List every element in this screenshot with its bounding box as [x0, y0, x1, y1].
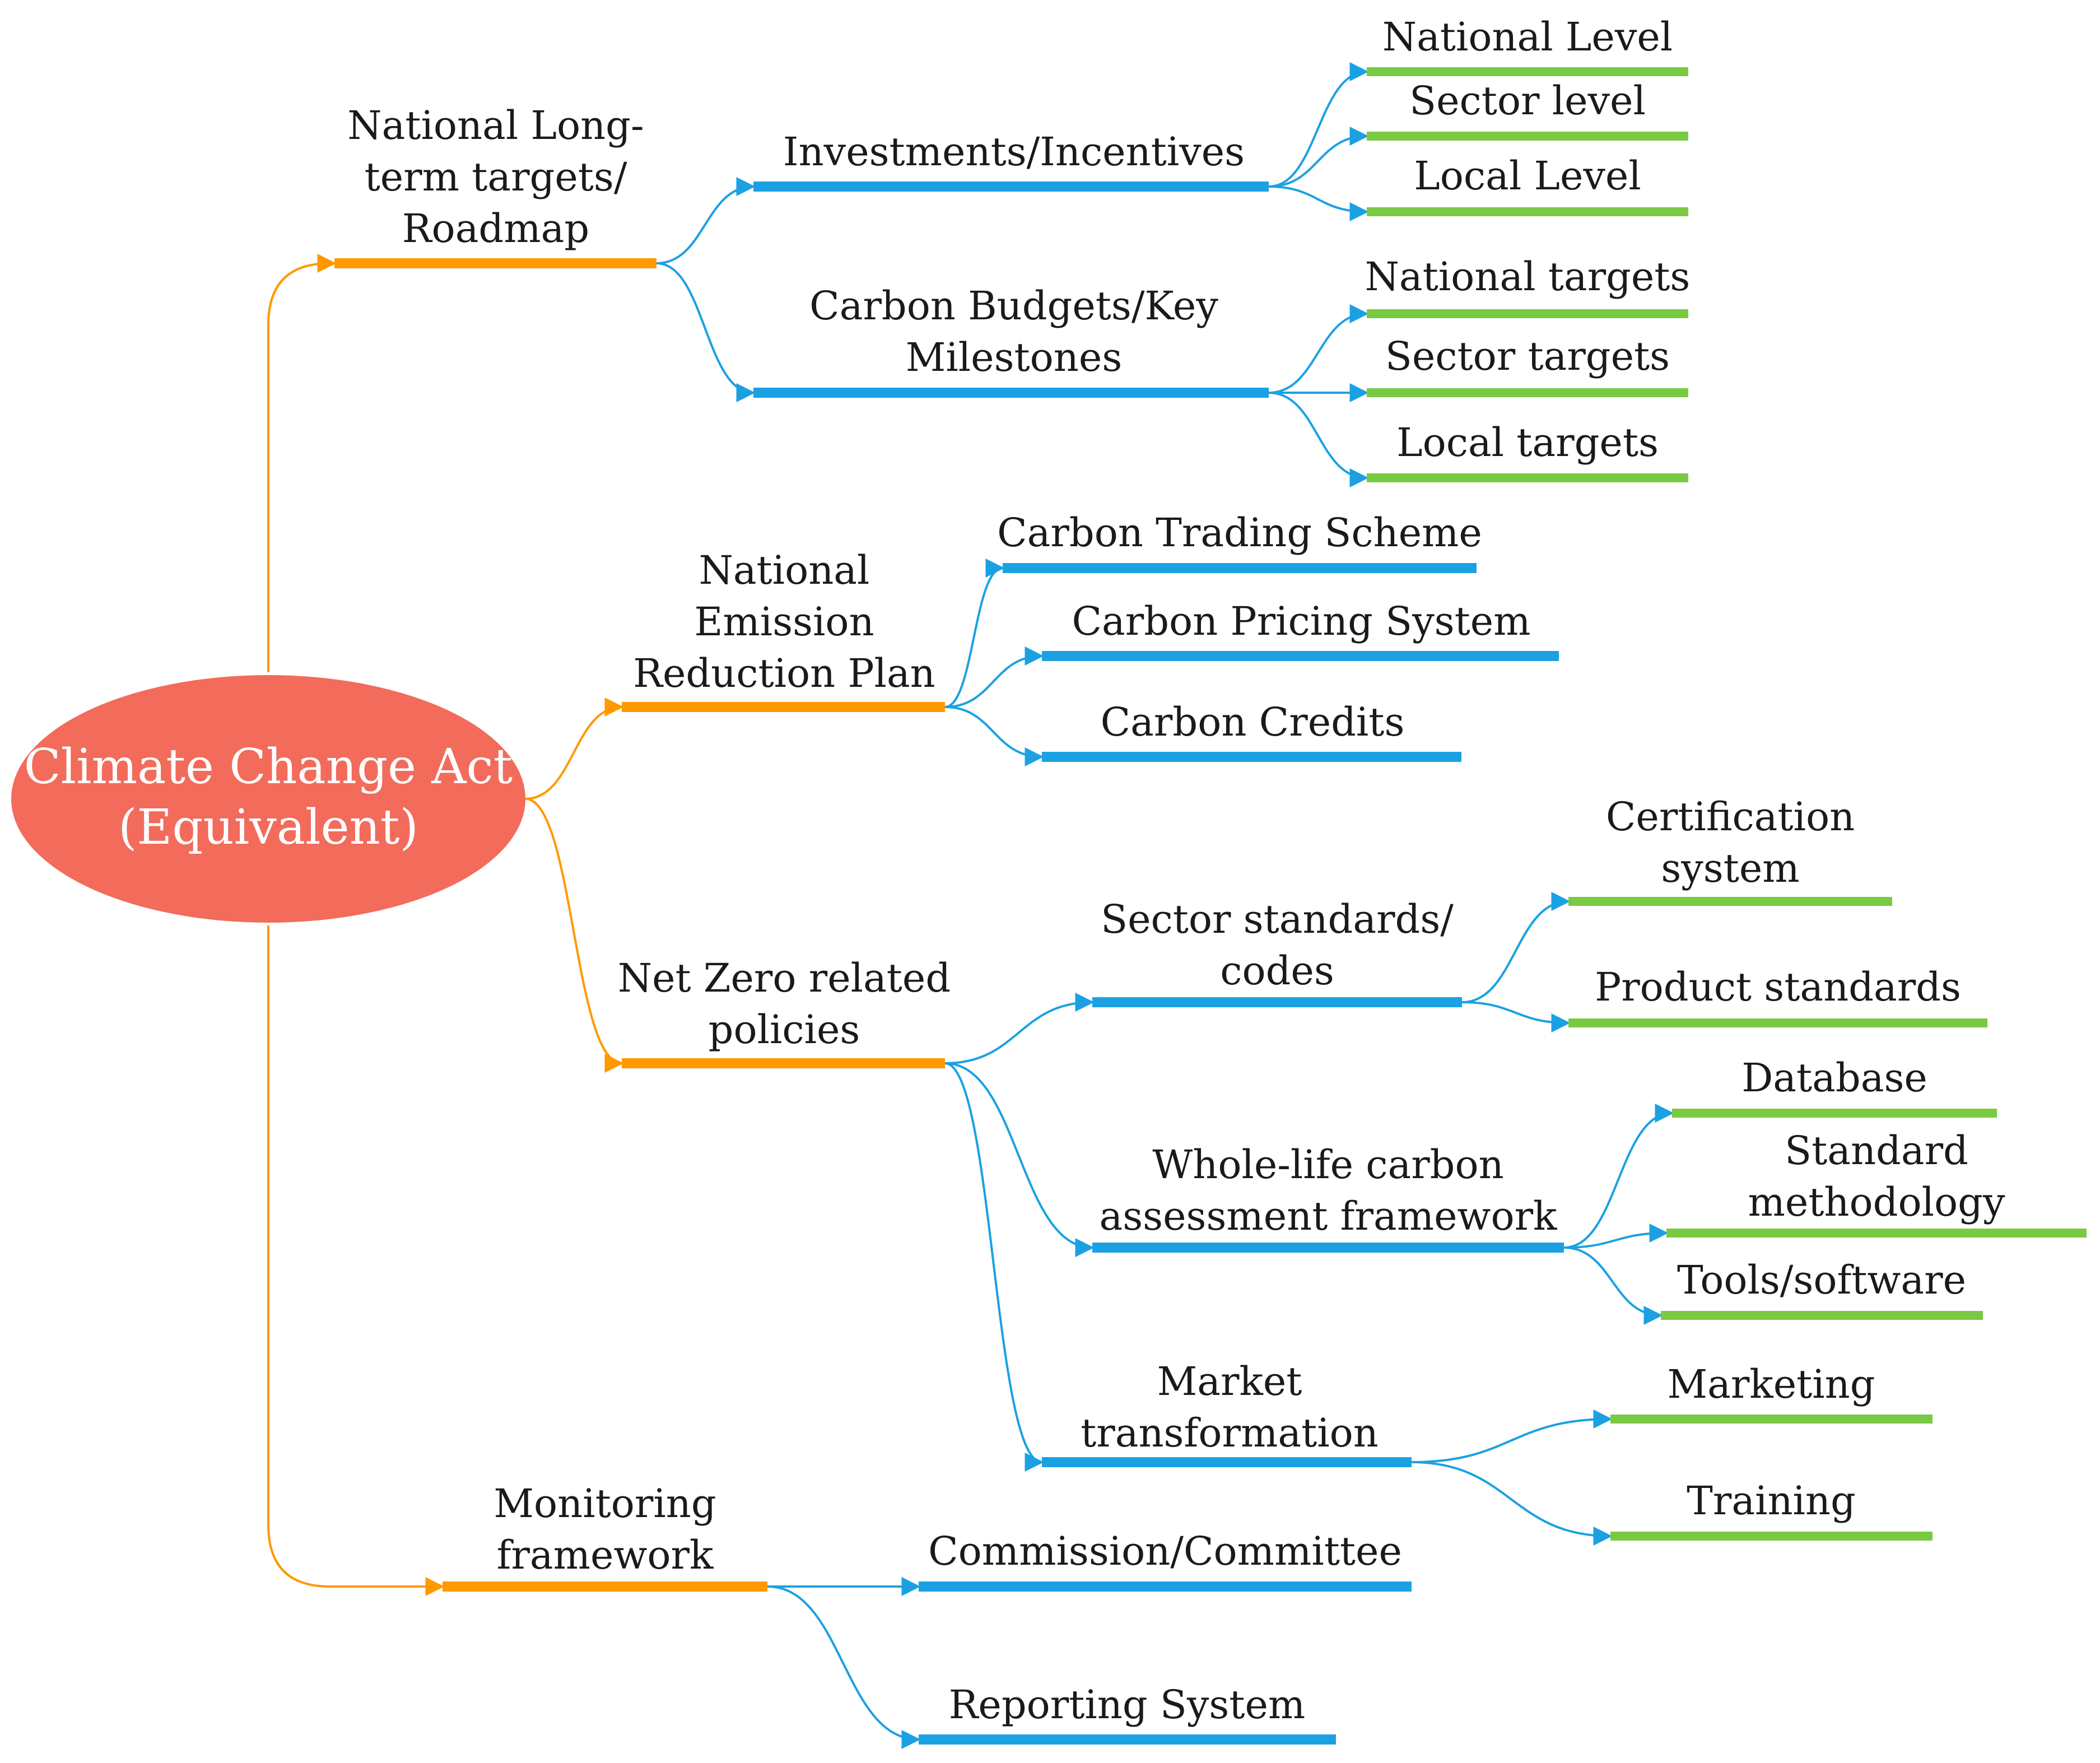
connector-product-standards [1461, 1001, 1571, 1032]
label-training: Training [1687, 1478, 1856, 1524]
branch-labels: National Long-term targets/Roadmap Invest… [347, 14, 2005, 1728]
label-reporting: Reporting System [949, 1682, 1306, 1728]
label-sector-targets: Sector targets [1385, 333, 1670, 379]
connector-monitoring [267, 925, 445, 1596]
connector-certification [1461, 892, 1571, 1003]
label-marketing: Marketing [1667, 1361, 1875, 1407]
label-trading-scheme: Carbon Trading Scheme [997, 510, 1482, 556]
label-product-standards: Product standards [1595, 964, 1961, 1010]
label-investments: Investments/Incentives [783, 129, 1245, 175]
connector-sector-level [1268, 127, 1369, 188]
connector-trading-scheme [944, 559, 1005, 708]
root-node: Climate Change Act(Equivalent) [11, 675, 525, 923]
connector-carbon-budgets [656, 262, 756, 402]
root-ellipse [11, 675, 525, 923]
connector-training [1411, 1461, 1613, 1546]
connector-standard-methodology [1563, 1224, 1669, 1249]
label-database: Database [1742, 1055, 1927, 1101]
connector-net-zero [525, 798, 624, 1073]
connector-whole-life [944, 1062, 1095, 1257]
connector-sector-standards [944, 993, 1095, 1064]
connector-marketing [1411, 1410, 1613, 1463]
branch-bars [334, 67, 2087, 1745]
connector-investments [656, 177, 756, 264]
label-sector-standards: Sector standards/codes [1101, 896, 1454, 994]
connector-national-targets [1268, 304, 1369, 394]
connectors [267, 62, 1674, 1749]
connector-national-level [1268, 62, 1369, 188]
label-national-level: National Level [1382, 14, 1673, 60]
label-roadmap: National Long-term targets/Roadmap [347, 103, 644, 252]
connector-emission-plan [525, 697, 624, 800]
label-tools-software: Tools/software [1677, 1257, 1966, 1303]
connector-local-level [1268, 185, 1369, 221]
label-local-targets: Local targets [1396, 420, 1659, 466]
connector-carbon-credits [944, 706, 1044, 766]
label-sector-level: Sector level [1409, 78, 1646, 124]
label-commission: Commission/Committee [928, 1528, 1402, 1574]
label-carbon-credits: Carbon Credits [1101, 699, 1405, 745]
root-label: Climate Change Act(Equivalent) [24, 739, 513, 855]
label-pricing-system: Carbon Pricing System [1072, 598, 1530, 644]
connector-tools-software [1563, 1246, 1663, 1325]
connector-local-targets [1268, 392, 1369, 487]
label-local-level: Local Level [1414, 153, 1641, 199]
connector-database [1563, 1104, 1674, 1249]
connector-roadmap [267, 254, 337, 672]
connector-market-transformation [944, 1062, 1044, 1472]
connector-pricing-system [944, 646, 1044, 708]
label-national-targets: National targets [1365, 254, 1691, 300]
connector-reporting [767, 1585, 921, 1749]
